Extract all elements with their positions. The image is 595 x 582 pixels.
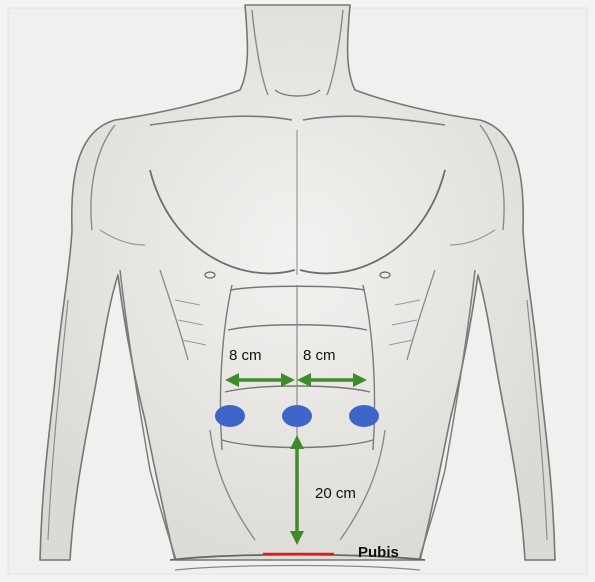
vertical-distance-label: 20 cm (315, 486, 356, 501)
port-marker-left (215, 405, 245, 427)
port-marker-center (282, 405, 312, 427)
right-distance-label: 8 cm (303, 348, 336, 363)
pubis-label: Pubis (358, 545, 399, 560)
port-marker-right (349, 405, 379, 427)
left-distance-label: 8 cm (229, 348, 262, 363)
